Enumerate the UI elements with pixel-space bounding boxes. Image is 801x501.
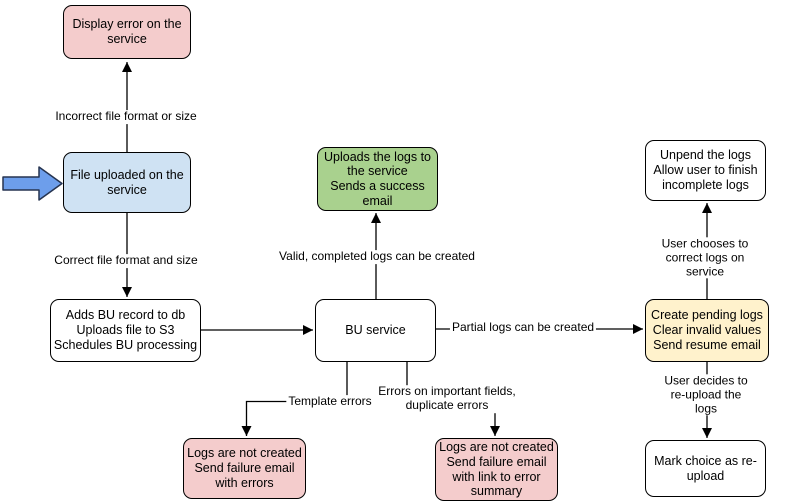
node-bu-service-label: BU service: [345, 323, 406, 338]
node-file-uploaded-label: File uploaded on the service: [70, 167, 184, 197]
node-mark-choice: Mark choice as re- upload: [645, 440, 766, 497]
edge-label-user-decides: User decides to re-upload the logs: [658, 373, 754, 416]
edge-label-valid-logs: Valid, completed logs can be created: [277, 249, 477, 264]
node-adds-bu-record: Adds BU record to db Uploads file to S3 …: [50, 299, 201, 362]
node-unpend-logs-label: Unpend the logs Allow user to finish inc…: [653, 148, 758, 192]
node-adds-bu-record-label: Adds BU record to db Uploads file to S3 …: [53, 308, 198, 352]
edge-label-partial-logs: Partial logs can be created: [449, 320, 597, 335]
node-create-pending-logs-label: Create pending logs Clear invalid values…: [651, 308, 763, 352]
edge-label-user-chooses: User chooses to correct logs on service: [657, 236, 753, 279]
entry-arrow-icon: [2, 166, 63, 201]
node-uploads-logs-label: Uploads the logs to the service Sends a …: [323, 149, 431, 208]
node-display-error: Display error on the service: [63, 5, 191, 59]
node-logs-not-created-summary: Logs are not created Send failure email …: [435, 438, 558, 501]
node-file-uploaded: File uploaded on the service: [63, 152, 191, 213]
edge-label-correct-file: Correct file format and size: [52, 253, 200, 268]
node-logs-not-created-summary-label: Logs are not created Send failure email …: [439, 440, 554, 499]
edge-label-important-fields: Errors on important fields, duplicate er…: [376, 384, 518, 413]
node-bu-service: BU service: [315, 299, 436, 362]
node-logs-not-created-errors: Logs are not created Send failure email …: [183, 438, 306, 499]
node-uploads-logs: Uploads the logs to the service Sends a …: [317, 147, 438, 211]
edge-label-template-errors: Template errors: [286, 394, 374, 409]
edge-label-incorrect-file: Incorrect file format or size: [53, 109, 199, 124]
node-display-error-label: Display error on the service: [72, 17, 182, 46]
node-mark-choice-label: Mark choice as re- upload: [654, 453, 757, 483]
node-logs-not-created-errors-label: Logs are not created Send failure email …: [187, 446, 302, 490]
node-create-pending-logs: Create pending logs Clear invalid values…: [645, 299, 769, 362]
node-unpend-logs: Unpend the logs Allow user to finish inc…: [645, 140, 766, 201]
